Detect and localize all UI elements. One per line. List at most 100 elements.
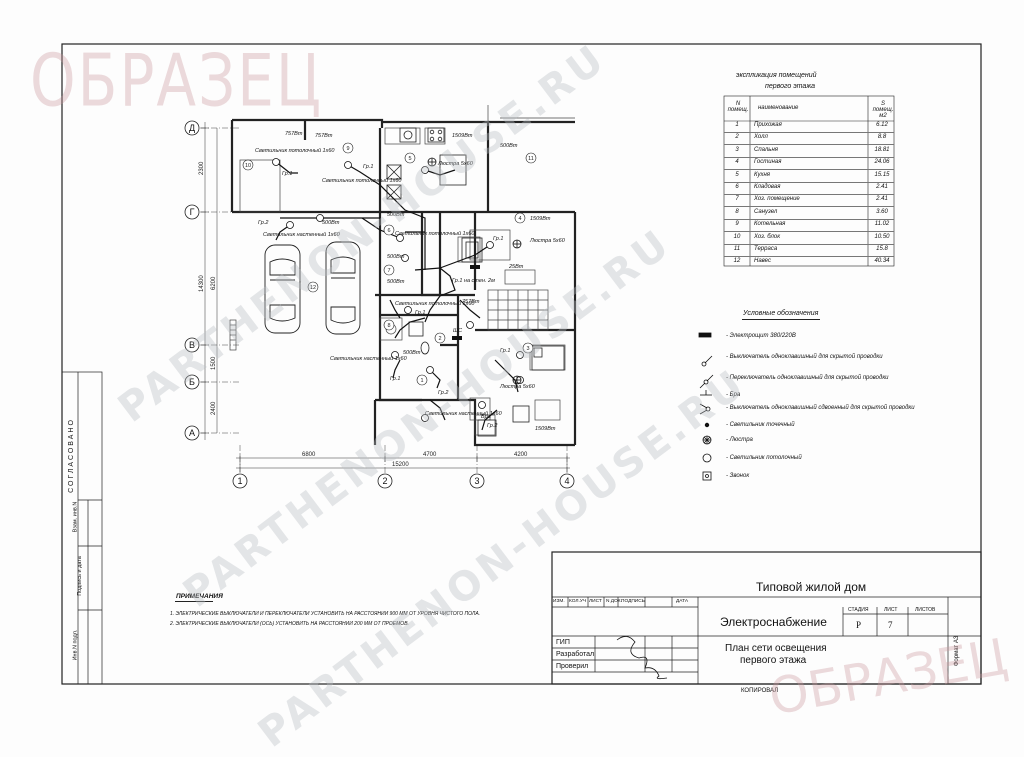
axis-label-v: В [189,340,195,350]
exp-row-divider [724,206,894,208]
label-1509-1: 1509Вт [452,133,473,139]
dim-2300: 2300 [199,161,205,175]
exp-row-area: 6.12 [876,122,888,128]
label-500-3: 500Вт [387,212,405,218]
col-header: ПОДПИСЬ [621,599,645,604]
label-25: 25Вт [508,264,524,270]
role-developer: Разработал [556,651,595,658]
title-section: Электроснабжение [720,615,827,629]
label-gr-9: Гр.1 [500,348,510,354]
exp-row-divider [724,169,894,171]
axis-label-g: Г [190,207,195,217]
exp-row-area: 24.06 [874,159,890,166]
legend-item: - Переключатель одноклавишный для скрыто… [726,375,889,381]
room-7: 7 [387,268,390,274]
dim-14300: 14300 [199,275,205,292]
label-757-2: 757Вт [315,133,333,139]
exp-row-number: 11 [733,246,741,252]
label-shs: ЩС [453,328,462,334]
role-gip: ГИП [556,639,570,646]
exp-row-name: Хоз. помещение [754,196,800,203]
label-lamp-6: Светильник потолочный 1х60 [395,300,475,307]
label-bra: Бра [481,414,491,420]
label-gr-7: Гр.2 [438,390,448,396]
label-757-1: 757Вт [285,131,303,137]
exp-row-number: 10 [733,233,741,240]
dimension-lines [201,122,570,472]
exp-row-area: 2.41 [876,184,888,190]
title-sheet-1: План сети освещения [725,643,827,654]
stage-label: СТАДИЯ [848,607,869,613]
legend-item: - Выключатель одноклавишный для скрытой … [726,354,883,360]
label-lamp-7: Светильник настенный 1х60 [425,410,503,417]
explication-header-n: N помещ. [727,101,749,113]
label-lamp-2: Светильник потолочный 1х60 [322,177,402,184]
car-2 [325,241,361,335]
exp-row-name: Холл [754,134,768,141]
explication-grid [723,95,895,267]
title-project: Типовой жилой дом [756,580,867,594]
exp-row-area: 10.50 [874,233,890,240]
label-chandelier-1: Люстра 5х60 [437,161,474,167]
exp-row-number: 2 [735,134,739,141]
kitchen-stove-icon [427,127,445,143]
exp-row-number: 7 [735,196,739,203]
explication-title-1: экспликация помещений [736,72,817,79]
exp-row-divider [724,231,894,233]
exp-row-name: Санузел [754,208,778,215]
label-500-1: 500Вт [500,143,518,149]
dim-2400: 2400 [211,401,217,415]
label-gr-4: Гр.1 [493,236,503,242]
notes-line-1: 1. ЭЛЕКТРИЧЕСКИЕ ВЫКЛЮЧАТЕЛИ И ПЕРЕКЛЮЧА… [170,611,481,617]
side-stamp-cell-1: Взам. инв.N [72,501,79,533]
wiring [275,161,519,431]
explication-header-name: наименование [758,105,799,111]
room-4: 4 [518,216,521,222]
axis-label-b: Б [189,377,195,387]
dim-total: 15200 [392,462,409,468]
side-stamp-grid [61,371,103,685]
label-1509-3: 1509Вт [535,426,556,432]
room-3: 3 [526,346,529,352]
label-500-5: 500Вт [387,279,405,285]
exp-row-divider [724,218,894,220]
room-number-markers [242,142,537,386]
exp-row-name: Кухня [754,171,770,178]
exp-row-divider [724,194,894,195]
label-500-2: 500Вт [322,220,340,226]
label-lamp-3: Светильник настенный 1х60 [263,231,341,238]
exp-row-divider [724,132,894,133]
exp-row-divider [724,156,894,158]
legend-underline [742,319,820,320]
label-gr-5: Гр.1 [415,310,425,316]
exp-row-number: 1 [735,122,739,128]
label-gr-1: Гр.1 [282,171,292,177]
col-header: N ДОК. [606,599,622,604]
exp-row-name: Терраса [754,246,778,252]
legend-item: - Выключатель одноклавишный сдвоенный дл… [726,405,915,411]
label-gr-note: Гр.1 на стен. 2м [452,278,495,284]
side-stamp-cell-2: Подпись и дата [76,556,83,596]
exp-row-area: 11.02 [874,221,890,228]
exp-row-number: 6 [735,184,739,190]
exp-row-name: Хоз. блок [754,233,781,240]
exp-row-divider [724,243,894,245]
stage-value: Р [856,620,862,630]
label-1509-2: 1509Вт [530,216,551,222]
room-8: 8 [387,323,390,329]
axis-label-3: 3 [474,476,479,486]
room-1: 1 [420,378,423,384]
col-header: ДАТА [676,599,689,604]
label-500-6: 500Вт [403,350,421,356]
role-checker: Проверил [556,663,589,670]
legend-item: - Светильник потолочный [726,455,802,461]
exp-row-name: Навес [754,258,771,265]
dim-6200: 6200 [211,276,217,290]
notes-title: ПРИМЕЧАНИЯ [176,593,223,600]
label-chandelier-2: Люстра 5х60 [529,238,566,244]
notes-underline [175,601,213,602]
exp-row-area: 3.60 [876,208,888,215]
room-11: 11 [528,156,534,162]
exp-row-number: 8 [735,208,739,215]
label-gr-8: Гр.2 [487,423,497,429]
